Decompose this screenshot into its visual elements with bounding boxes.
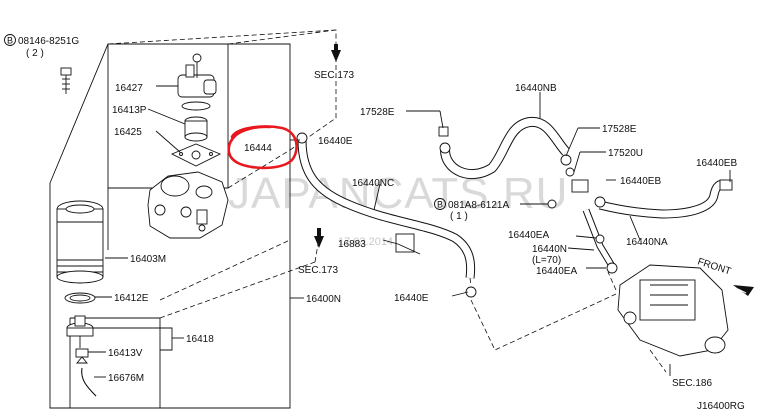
sec-arrow-top	[331, 44, 341, 62]
leader-lines	[88, 85, 731, 378]
hose-16440NB	[440, 116, 570, 179]
sensor-16418	[66, 315, 94, 348]
label-17520U: 17520U	[608, 148, 643, 159]
drain-16413V	[75, 348, 89, 364]
bolt-marker-b: B	[437, 200, 443, 210]
label-16440EA-a: 16440EA	[508, 230, 549, 241]
label-sec186: SEC.186	[672, 378, 712, 389]
hose-16440N	[582, 208, 616, 268]
label-081A8-6121A: 081A8-6121A	[448, 200, 509, 211]
filter-head	[147, 171, 229, 239]
label-bolt: 08146-8251G	[18, 36, 79, 47]
bolt-marker: B	[7, 36, 13, 46]
sec-arrow-bottom	[314, 228, 324, 248]
label-16883: 16883	[338, 239, 366, 250]
label-16440EB: 16440EB	[620, 176, 661, 187]
label-16676M: 16676M	[108, 373, 144, 384]
watermark: JAPANCATS.RU	[228, 169, 568, 218]
label-16440NB: 16440NB	[515, 83, 557, 94]
diagram-code: J16400RG	[697, 401, 745, 412]
bolt-marker-081A8: B	[434, 198, 446, 210]
label-16427: 16427	[115, 83, 143, 94]
label-sec173-top: SEC.173	[314, 70, 354, 81]
hose-16440NC	[297, 139, 476, 279]
label-sec173-bottom: SEC.173	[298, 265, 338, 276]
label-16413V: 16413V	[108, 348, 143, 359]
label-16440N-length: (L=70)	[532, 255, 561, 266]
label-16413P: 16413P	[112, 105, 147, 116]
label-16440NC: 16440NC	[352, 178, 394, 189]
label-16440N: 16440N	[532, 244, 567, 255]
hose-16440NA	[598, 179, 725, 219]
gasket-16413P	[184, 116, 208, 142]
label-16400N: 16400N	[306, 294, 341, 305]
label-17528E-left: 17528E	[360, 107, 395, 118]
gasket-plate-16425	[170, 143, 222, 167]
label-16440E-top: 16440E	[318, 136, 353, 147]
label-081A8-qty: ( 1 )	[450, 211, 468, 222]
label-16440EA-b: 16440EA	[536, 266, 577, 277]
label-16440E-bottom: 16440E	[394, 293, 429, 304]
highlight-circle	[227, 125, 298, 170]
label-16412E: 16412E	[114, 293, 149, 304]
fuel-filter-16403M	[56, 200, 104, 284]
label-16403M: 16403M	[130, 254, 166, 265]
date-stamp: 17.03.2014	[338, 236, 393, 248]
label-16425: 16425	[114, 127, 142, 138]
label-bolt-qty: ( 2 )	[26, 48, 44, 59]
label-16444: 16444	[244, 143, 272, 154]
injection-pump	[617, 264, 729, 357]
bolt-08146: B 08146-8251G ( 2 )	[4, 34, 79, 94]
label-17528E-right: 17528E	[602, 124, 637, 135]
label-16440NA: 16440NA	[626, 237, 668, 248]
hose-16676M	[81, 367, 97, 397]
priming-pump-16427	[177, 53, 217, 111]
label-16418: 16418	[186, 334, 214, 345]
label-16440EB-right: 16440EB	[696, 158, 737, 169]
o-ring-16412E	[64, 292, 96, 304]
